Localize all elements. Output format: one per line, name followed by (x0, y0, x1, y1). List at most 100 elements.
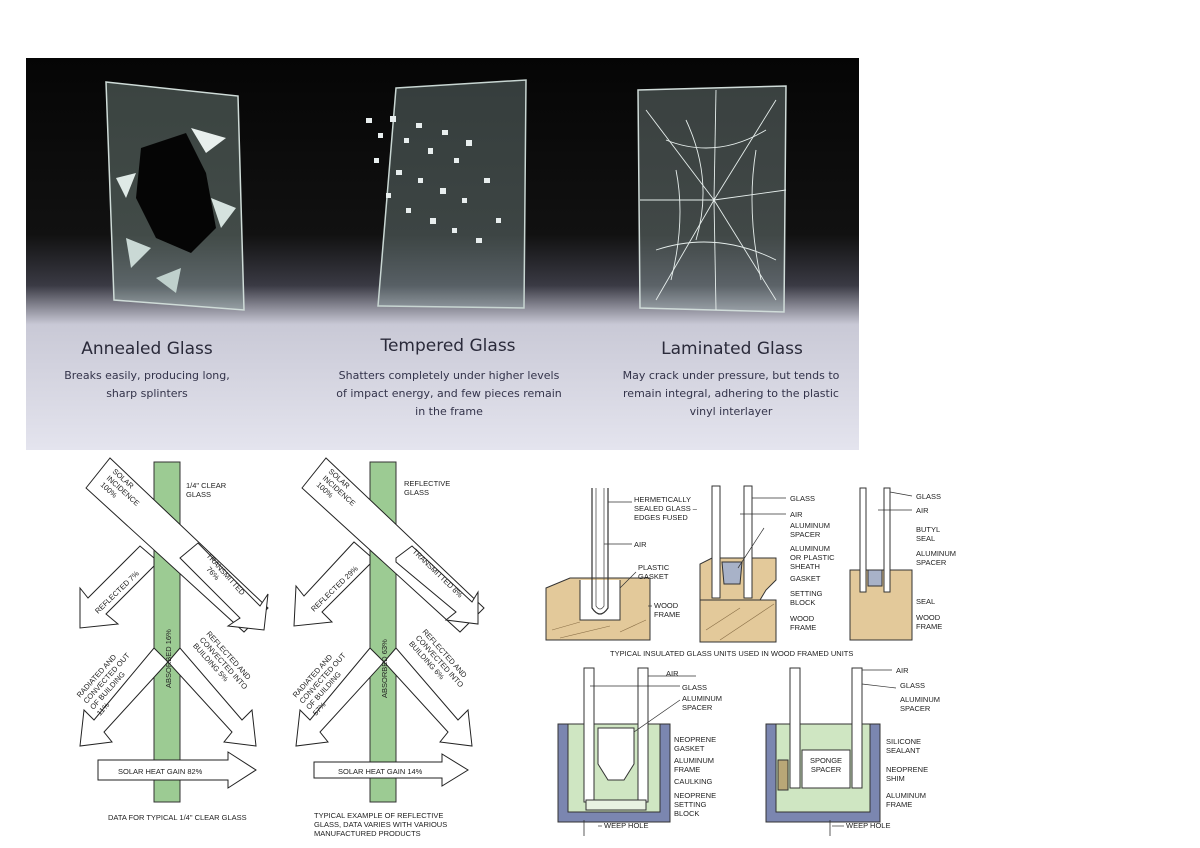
air-label: AIR (916, 506, 929, 515)
aluminum-spacer (597, 727, 635, 781)
reflective-glass-caption: TYPICAL EXAMPLE OF REFLECTIVE (314, 811, 443, 820)
clear-glass-diagram: 1/4" CLEAR GLASS SOLAR INCIDENCE 100% TR… (75, 457, 269, 822)
air-label: AIR (634, 540, 647, 549)
gasket-label: NEOPRENE (674, 735, 716, 744)
metal-unit-left: AIR GLASS ALUMINUM SPACER NEOPRENE GASKE… (557, 667, 722, 836)
tempered-glass-desc: Shatters completely under higher levels … (318, 367, 580, 421)
desc-line: Shatters completely under higher levels (338, 369, 560, 382)
frame-label: WOOD (654, 601, 679, 610)
reflected-arrow (79, 545, 155, 629)
annealed-glass-desc: Breaks easily, producing long, sharp spl… (40, 367, 254, 403)
desc-line: vinyl interlayer (689, 405, 773, 418)
glass-pane (637, 667, 649, 803)
radiated-in-arrow (167, 647, 257, 747)
frame-label: FRAME (790, 623, 816, 632)
frame-label: WOOD (916, 613, 941, 622)
wood-unit-3: GLASS AIR BUTYL SEAL ALUMINUM SPACER SEA… (849, 487, 956, 641)
glass-pane (743, 485, 753, 599)
spacer-label: ALUMINUM (916, 549, 956, 558)
plastic-gasket (579, 580, 621, 621)
wood-frame (699, 599, 777, 643)
tempered-glass-pane (366, 79, 527, 309)
radiated-out-arrow (79, 647, 169, 747)
desc-line: in the frame (415, 405, 483, 418)
block-label: NEOPRENE (674, 791, 716, 800)
reflective-glass-caption: MANUFACTURED PRODUCTS (314, 829, 421, 838)
laminated-glass-pane (637, 85, 787, 313)
glass-pane (789, 667, 801, 789)
desc-line: remain integral, adhering to the plastic (623, 387, 839, 400)
wood-unit-2: GLASS AIR ALUMINUM SPACER ALUMINUM OR PL… (699, 485, 835, 643)
hermetic-label: HERMETICALLY (634, 495, 691, 504)
hermetic-label: EDGES FUSED (634, 513, 688, 522)
gasket-label: PLASTIC (638, 563, 670, 572)
butyl-label: BUTYL (916, 525, 940, 534)
reflective-glass-label: REFLECTIVE (404, 479, 450, 488)
frame-label: FRAME (654, 610, 680, 619)
clear-glass-label: GLASS (186, 490, 211, 499)
spacer-label: SPACER (790, 530, 821, 539)
radiated-out-arrow (295, 647, 385, 747)
seal-label: SEAL (916, 597, 935, 606)
reflective-glass-diagram: REFLECTIVE GLASS SOLAR INCIDENCE 100% TR… (291, 457, 485, 838)
reflected-arrow (293, 541, 371, 627)
wood-unit-1: HERMETICALLY SEALED GLASS – EDGES FUSED … (545, 488, 698, 641)
annealed-glass-pane (105, 81, 245, 311)
glass-pane (883, 487, 891, 593)
absorbed-label: ABSORBED 16% (164, 629, 173, 688)
desc-line: of impact energy, and few pieces remain (336, 387, 562, 400)
wood-units-caption: TYPICAL INSULATED GLASS UNITS USED IN WO… (610, 649, 853, 658)
spacer-label: ALUMINUM (790, 521, 830, 530)
reflective-glass-label: GLASS (404, 488, 429, 497)
transmitted-arrow (395, 545, 479, 625)
glass-types-panel (26, 58, 859, 450)
spacer-label: SPACER (682, 703, 713, 712)
glass-pane (711, 485, 721, 599)
heat-gain-arrow (97, 751, 257, 789)
sealant-label: SILICONE (886, 737, 921, 746)
laminated-glass-desc: May crack under pressure, but tends to r… (606, 367, 856, 421)
spacer-label: SPACER (916, 558, 947, 567)
gasket-label: GASKET (790, 574, 821, 583)
frame-label: FRAME (674, 765, 700, 774)
shim-label: NEOPRENE (886, 765, 928, 774)
glass-pane (851, 667, 863, 789)
glass-label: GLASS (916, 492, 941, 501)
annealed-glass-title: Annealed Glass (81, 339, 213, 359)
glass-label: GLASS (790, 494, 815, 503)
absorbed-label: ABSORBED 63% (380, 639, 389, 698)
radiated-in-arrow (383, 647, 473, 747)
frame-label: FRAME (916, 622, 942, 631)
air-label: AIR (666, 669, 679, 678)
block-label: SETTING (790, 589, 823, 598)
frame-label: ALUMINUM (886, 791, 926, 800)
air-label: AIR (790, 510, 803, 519)
sponge-label: SPONGE (810, 756, 842, 765)
glass-label: GLASS (900, 681, 925, 690)
sponge-label: SPACER (811, 765, 842, 774)
hermetic-label: SEALED GLASS – (634, 504, 698, 513)
spacer-label: ALUMINUM (900, 695, 940, 704)
block-label: SETTING (674, 800, 707, 809)
metal-frame-units: AIR GLASS ALUMINUM SPACER NEOPRENE GASKE… (557, 666, 940, 836)
laminated-glass-title: Laminated Glass (661, 339, 803, 359)
gasket-label: GASKET (638, 572, 669, 581)
reflective-glass-caption: GLASS, DATA VARIES WITH VARIOUS (314, 820, 447, 829)
weep-label: WEEP HOLE (604, 821, 648, 830)
neoprene-shim (777, 759, 789, 791)
frame-label: WOOD (790, 614, 815, 623)
clear-glass-caption: DATA FOR TYPICAL 1/4" CLEAR GLASS (108, 813, 247, 822)
desc-line: Breaks easily, producing long, (64, 369, 230, 382)
air-label: AIR (896, 666, 909, 675)
block-label: BLOCK (674, 809, 699, 818)
frame-label: FRAME (886, 800, 912, 809)
glass-pane (583, 667, 595, 803)
butyl-label: SEAL (916, 534, 935, 543)
clear-glass-label: 1/4" CLEAR (186, 481, 227, 490)
spacer-label: SPACER (900, 704, 931, 713)
caulking-label: CAULKING (674, 777, 713, 786)
tempered-glass-title: Tempered Glass (380, 336, 516, 356)
sheath-label: SHEATH (790, 562, 820, 571)
shim-label: SHIM (886, 774, 905, 783)
gasket-label: GASKET (674, 744, 705, 753)
